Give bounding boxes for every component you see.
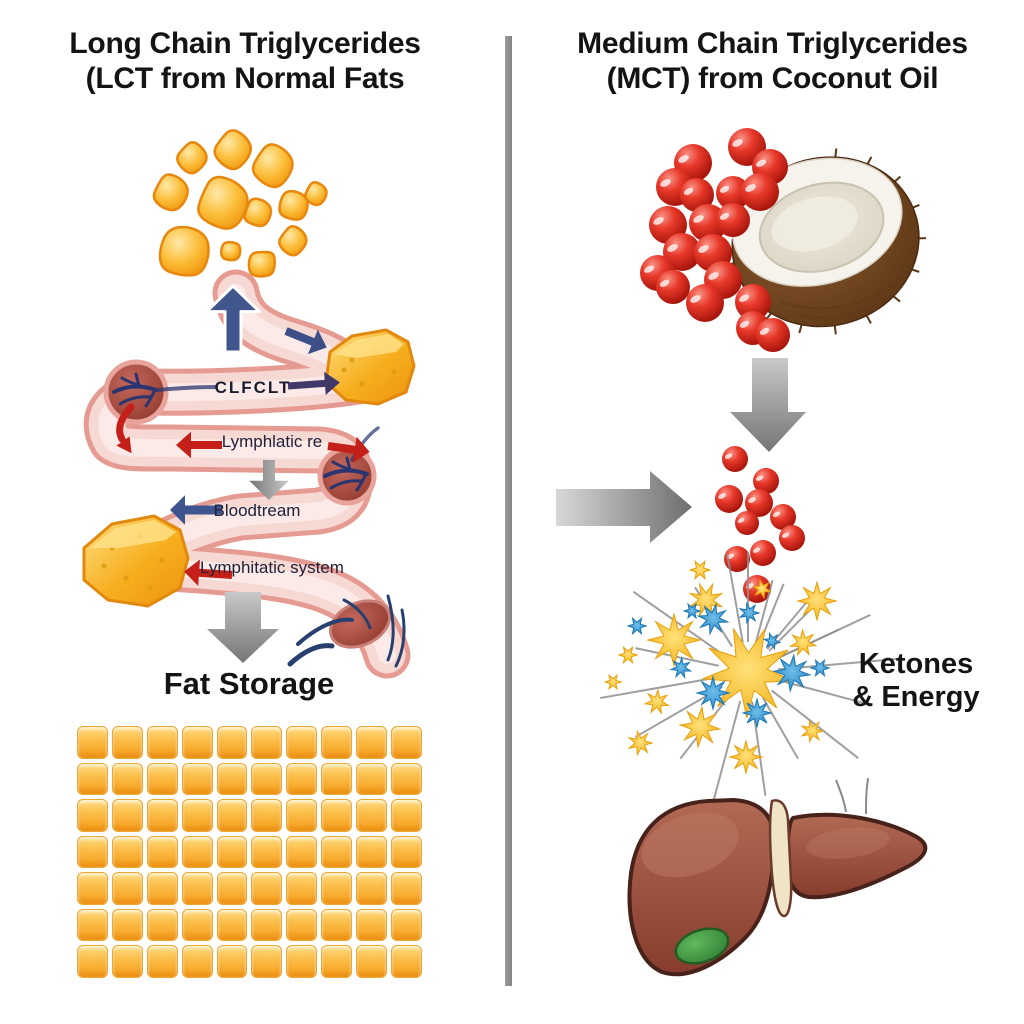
fat-cell: [77, 726, 108, 759]
fat-cell: [356, 908, 388, 942]
fat-cell: [391, 799, 422, 832]
fat-cell: [286, 835, 318, 869]
fat-chunk-cubes: [82, 328, 416, 608]
fat-cell: [216, 762, 248, 796]
fat-cell: [391, 726, 422, 759]
energy-starburst: [600, 552, 898, 813]
fat-cell: [181, 872, 213, 905]
left-title-line1: Long Chain Triglycerides: [69, 27, 421, 60]
fat-cell: [146, 762, 178, 796]
fat-cell: [111, 799, 143, 832]
fat-cell: [181, 799, 213, 832]
fat-cell: [146, 799, 178, 832]
fat-cell: [216, 908, 248, 942]
fat-cell: [251, 945, 283, 978]
tube-label-lymph-system: Lymphitatic system: [200, 558, 344, 577]
fat-cell: [77, 835, 108, 869]
fat-cell: [181, 945, 213, 978]
fat-cell: [146, 945, 178, 978]
right-panel-title: Medium Chain Triglycerides (MCT) from Co…: [545, 26, 1000, 97]
ketones-label-line2: & Energy: [852, 681, 980, 714]
fat-cell: [77, 908, 108, 942]
fat-cell: [286, 872, 318, 905]
fat-cell: [146, 908, 178, 942]
lymph-organ-illustration: [287, 594, 406, 668]
fat-cell: [356, 945, 388, 978]
fat-cell: [356, 872, 388, 905]
fat-cell: [181, 835, 213, 869]
fat-cell: [321, 726, 353, 759]
flow-arrows: [116, 284, 370, 586]
fat-cell: [391, 872, 422, 905]
fat-cell: [286, 726, 318, 759]
fat-cell: [321, 762, 353, 796]
fat-cell: [321, 872, 353, 905]
fat-cell: [321, 908, 353, 942]
fat-cell: [146, 872, 178, 905]
fat-cell: [181, 908, 213, 942]
fat-cell: [251, 762, 283, 796]
fat-cell: [321, 945, 353, 978]
villi-capillary-bulbs: [103, 359, 380, 506]
fat-cell: [111, 726, 143, 759]
fat-cell: [111, 872, 143, 905]
fat-globules-cluster: [152, 129, 328, 278]
ketones-energy-label: Ketones & Energy: [835, 648, 997, 715]
tube-label-bloodstream: Bloodtream: [213, 501, 301, 520]
fat-cell: [286, 908, 318, 942]
fat-cell: [286, 945, 318, 978]
fat-cell: [356, 726, 388, 759]
left-panel-title: Long Chain Triglycerides (LCT from Norma…: [15, 26, 475, 97]
fat-cell: [251, 726, 283, 759]
fat-cell: [251, 799, 283, 832]
fat-cell: [321, 835, 353, 869]
tube-label-lymphatic: Lymphlatic re: [221, 432, 323, 451]
fat-cell: [391, 945, 422, 978]
fat-storage-grid: [77, 726, 422, 978]
fat-cell: [251, 908, 283, 942]
fat-cell: [251, 872, 283, 905]
fat-cell: [356, 835, 388, 869]
fat-cell: [181, 726, 213, 759]
fat-cell: [356, 799, 388, 832]
fat-cell: [391, 908, 422, 942]
coconut-illustration: [726, 148, 927, 335]
fat-cell: [216, 726, 248, 759]
liver-illustration: [627, 777, 928, 977]
ketones-label-line1: Ketones: [858, 648, 974, 680]
fat-storage-label: Fat Storage: [163, 666, 335, 701]
right-title-line2: (MCT) from Coconut Oil: [606, 62, 939, 96]
fat-cell: [216, 872, 248, 905]
fat-cell: [391, 835, 422, 869]
fat-cell: [356, 762, 388, 796]
panel-divider: [505, 36, 512, 986]
fat-cell: [111, 945, 143, 978]
left-title-line2: (LCT from Normal Fats: [85, 62, 405, 96]
mct-spheres-cluster: [640, 128, 790, 352]
fat-cell: [286, 762, 318, 796]
absorbed-mct-spheres: [715, 446, 805, 603]
fat-cell: [146, 835, 178, 869]
fat-cell: [181, 762, 213, 796]
fat-cell: [216, 835, 248, 869]
fat-cell: [216, 799, 248, 832]
fat-cell: [391, 762, 422, 796]
fat-cell: [111, 908, 143, 942]
right-title-line1: Medium Chain Triglycerides: [577, 27, 968, 60]
fat-cell: [77, 762, 108, 796]
fat-cell: [77, 945, 108, 978]
fat-cell: [111, 835, 143, 869]
fat-cell: [77, 872, 108, 905]
fat-cell: [286, 799, 318, 832]
fat-cell: [216, 945, 248, 978]
fat-cell: [77, 799, 108, 832]
fat-cell: [111, 762, 143, 796]
gray-process-arrows: [207, 358, 806, 663]
fat-cell: [321, 799, 353, 832]
tube-label-chylomicrons: CLFCLT: [214, 378, 292, 397]
fat-cell: [146, 726, 178, 759]
fat-cell: [251, 835, 283, 869]
